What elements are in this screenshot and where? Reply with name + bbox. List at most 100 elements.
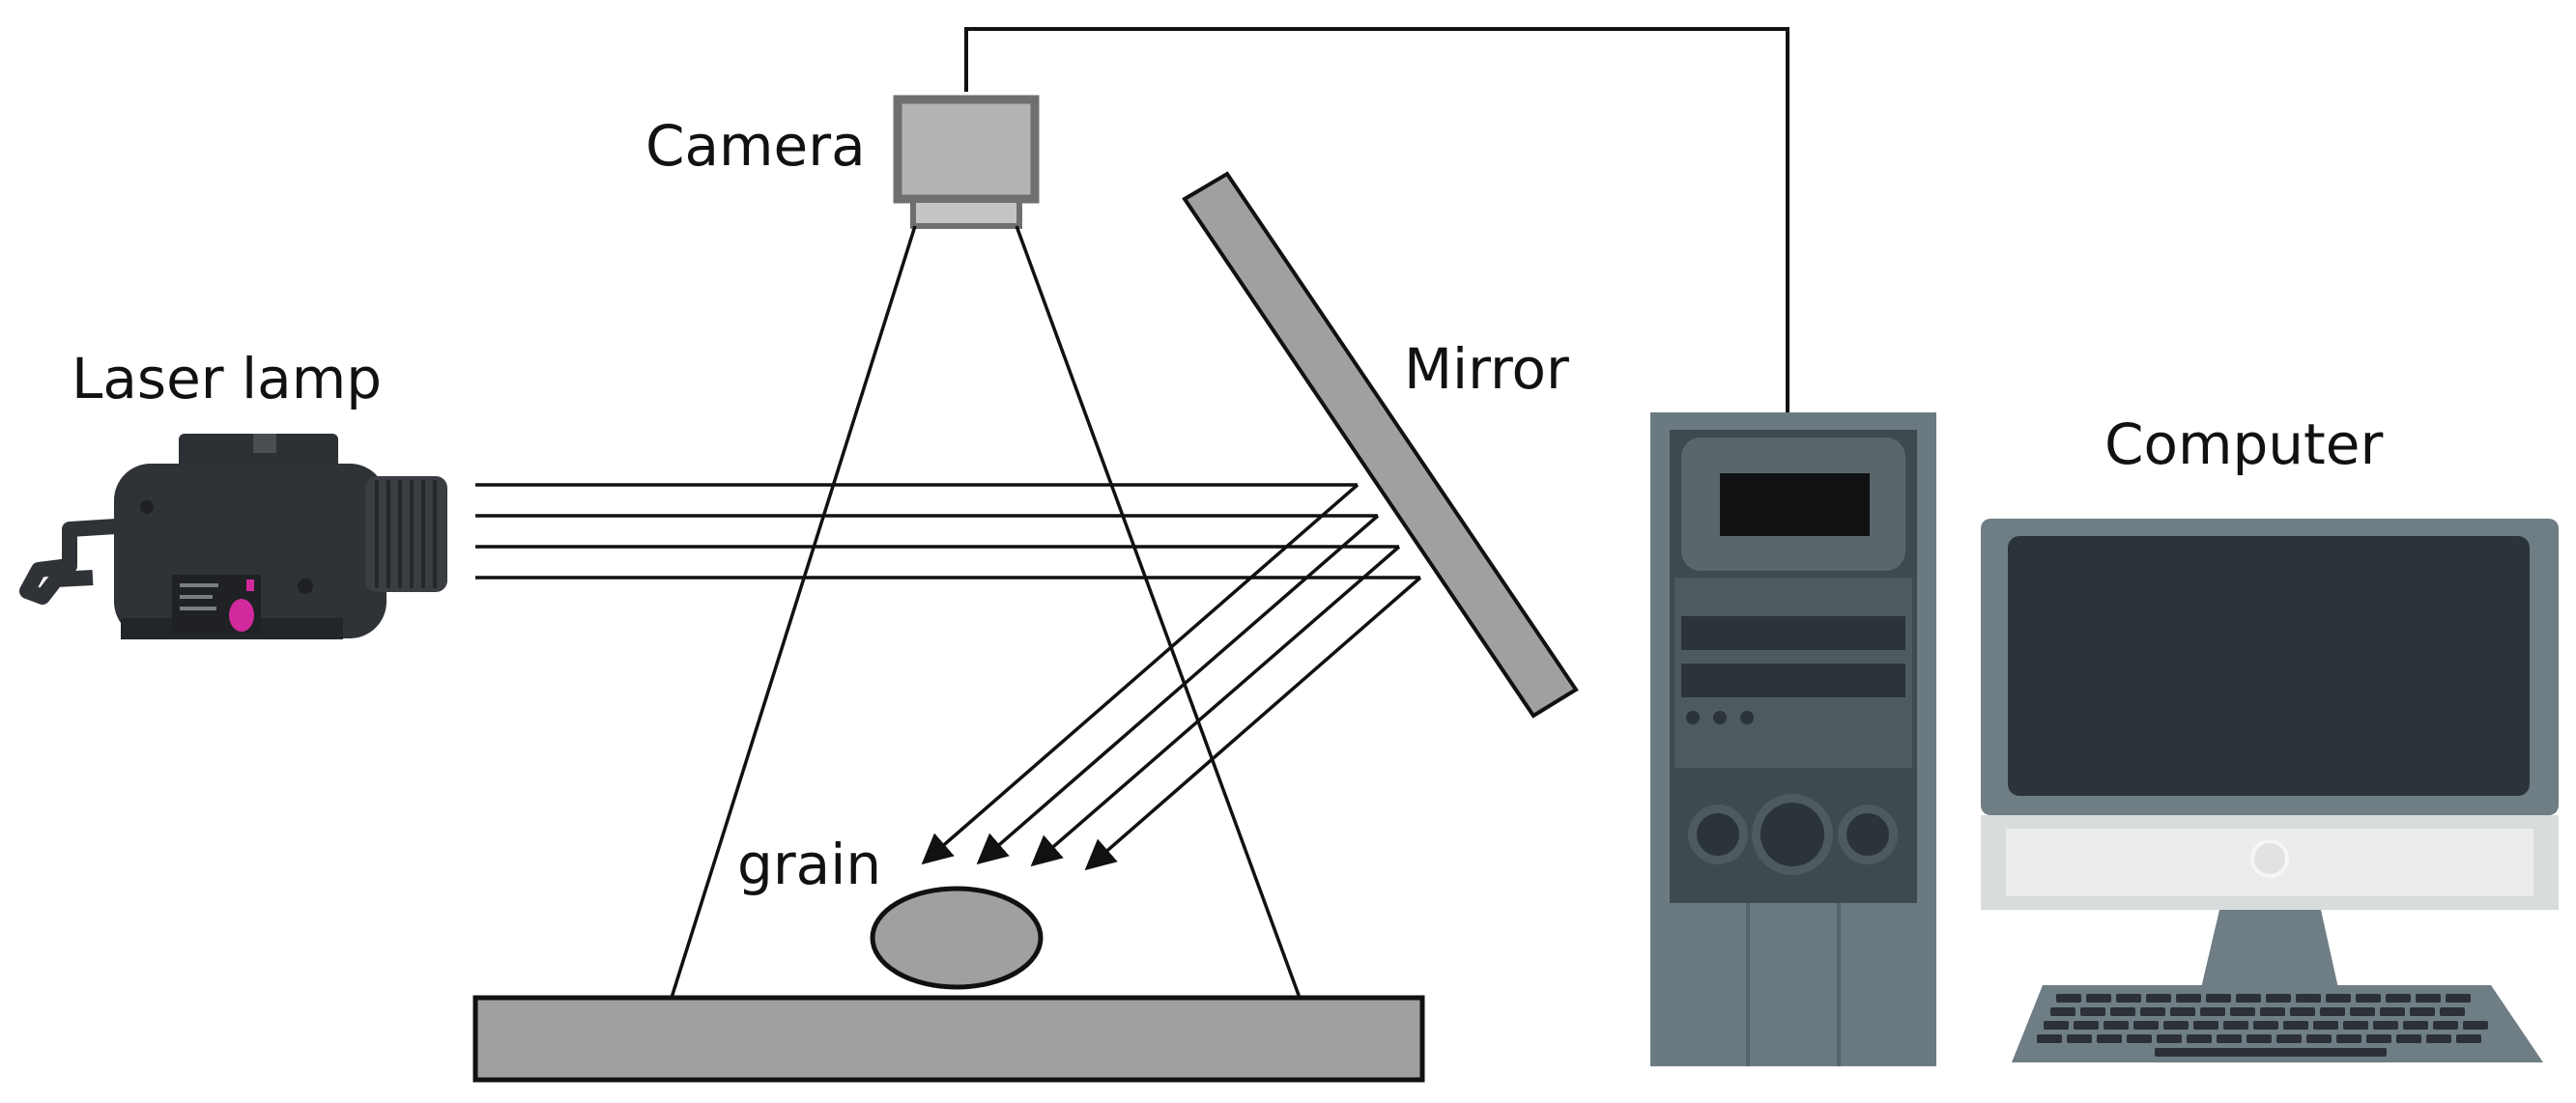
tower-led [1686, 711, 1700, 724]
keyboard-key [2133, 1021, 2159, 1030]
keyboard-key [2373, 1021, 2398, 1030]
incident-laser-beams [475, 483, 1420, 580]
laser-lamp-lens-grooves [375, 480, 437, 588]
keyboard-key [2426, 1034, 2451, 1043]
keyboard-key [2463, 1021, 2488, 1030]
keyboard-key [2127, 1034, 2152, 1043]
laser-lamp-screw [298, 579, 313, 594]
laser-lamp-switch-cable [19, 519, 117, 605]
reflected-beam-arrow [976, 514, 1380, 865]
mirror-label: Mirror [1404, 336, 1569, 402]
camera-lens [910, 197, 1022, 229]
stage-platform [472, 995, 1425, 1083]
reflected-beam-arrow [1030, 545, 1401, 867]
laser-lamp-accent-mark [246, 580, 254, 591]
keyboard-key [2386, 994, 2411, 1003]
keyboard-keys [2037, 994, 2488, 1057]
keyboard-key [2086, 994, 2111, 1003]
camera-icon [893, 95, 1040, 229]
reflected-laser-beams [921, 483, 1422, 871]
keyboard-key [2396, 1034, 2421, 1043]
keyboard-key [2326, 994, 2351, 1003]
keyboard-key [2067, 1034, 2092, 1043]
keyboard-key [2110, 1007, 2135, 1016]
keyboard-key [2176, 994, 2201, 1003]
keyboard-key [2140, 1007, 2165, 1016]
keyboard-key [2320, 1007, 2345, 1016]
keyboard-key [2193, 1021, 2218, 1030]
keyboard-key [2336, 1034, 2361, 1043]
keyboard-key [2050, 1007, 2075, 1016]
keyboard-key [2217, 1034, 2242, 1043]
keyboard-key [2247, 1034, 2272, 1043]
keyboard-key [2266, 994, 2291, 1003]
keyboard-key [2366, 1034, 2391, 1043]
keyboard-key [2410, 1007, 2435, 1016]
keyboard-key [2170, 1007, 2195, 1016]
camera-computer-cable [964, 27, 1789, 412]
keyboard-key [2313, 1021, 2338, 1030]
laser-lamp-info-lines [180, 583, 218, 587]
monitor-stand [2201, 910, 2338, 988]
keyboard-key [2037, 1034, 2062, 1043]
keyboard-key [2223, 1021, 2248, 1030]
keyboard-key [2080, 1007, 2105, 1016]
keyboard-key [2157, 1034, 2182, 1043]
keyboard-key [2230, 1007, 2255, 1016]
laser-lamp-accent [229, 599, 254, 632]
keyboard-spacebar [2155, 1048, 2387, 1057]
keyboard-key [2350, 1007, 2375, 1016]
tower-speaker-center [1760, 803, 1824, 866]
mirror [1182, 171, 1579, 719]
camera-body [893, 95, 1040, 204]
laser-lamp-label: Laser lamp [72, 346, 382, 411]
monitor-logo-icon [2250, 839, 2289, 878]
keyboard-key [2206, 994, 2231, 1003]
keyboard-key [2044, 1021, 2069, 1030]
keyboard-key [2260, 1007, 2285, 1016]
keyboard-key [2187, 1034, 2212, 1043]
reflected-beam-arrow [921, 483, 1360, 865]
computer-tower-icon [1650, 412, 1936, 1066]
keyboard-key [2146, 994, 2171, 1003]
keyboard-key [2403, 1021, 2428, 1030]
keyboard-key [2236, 994, 2261, 1003]
tower-display [1720, 473, 1870, 536]
keyboard-key [2116, 994, 2141, 1003]
keyboard-key [2356, 994, 2381, 1003]
laser-lamp-mount-notch [253, 434, 276, 453]
keyboard-key [2440, 1007, 2465, 1016]
tower-led [1740, 711, 1754, 724]
camera-fov-right [1015, 225, 1302, 999]
keyboard-key [2306, 1034, 2332, 1043]
keyboard-key [2097, 1034, 2122, 1043]
keyboard-key [2290, 1007, 2315, 1016]
tower-led [1713, 711, 1727, 724]
keyboard-key [2163, 1021, 2189, 1030]
tower-speaker-right [1846, 813, 1889, 856]
keyboard-key [2456, 1034, 2481, 1043]
reflected-beam-arrow [1084, 576, 1422, 871]
keyboard-key [2343, 1021, 2368, 1030]
keyboard-key [2416, 994, 2441, 1003]
keyboard-key [2056, 994, 2081, 1003]
grain [870, 886, 1044, 990]
laser-lamp-info-lines [180, 607, 216, 610]
grain-label: grain [737, 832, 881, 897]
computer-label: Computer [2104, 411, 2383, 477]
laser-lamp-icon [19, 434, 447, 639]
keyboard-key [2074, 1021, 2099, 1030]
laser-lamp-screw [140, 500, 154, 514]
laser-lamp-info-lines [180, 595, 213, 599]
keyboard-key [2446, 994, 2471, 1003]
keyboard-key [2433, 1021, 2458, 1030]
keyboard-key [2380, 1007, 2405, 1016]
keyboard-key [2253, 1021, 2278, 1030]
laser-lamp-lens-ring [365, 476, 447, 592]
tower-drive-bay [1681, 664, 1905, 697]
keyboard-key [2104, 1021, 2129, 1030]
keyboard-key [2296, 994, 2321, 1003]
monitor-screen [2008, 536, 2530, 796]
camera-fov-left [670, 225, 917, 999]
